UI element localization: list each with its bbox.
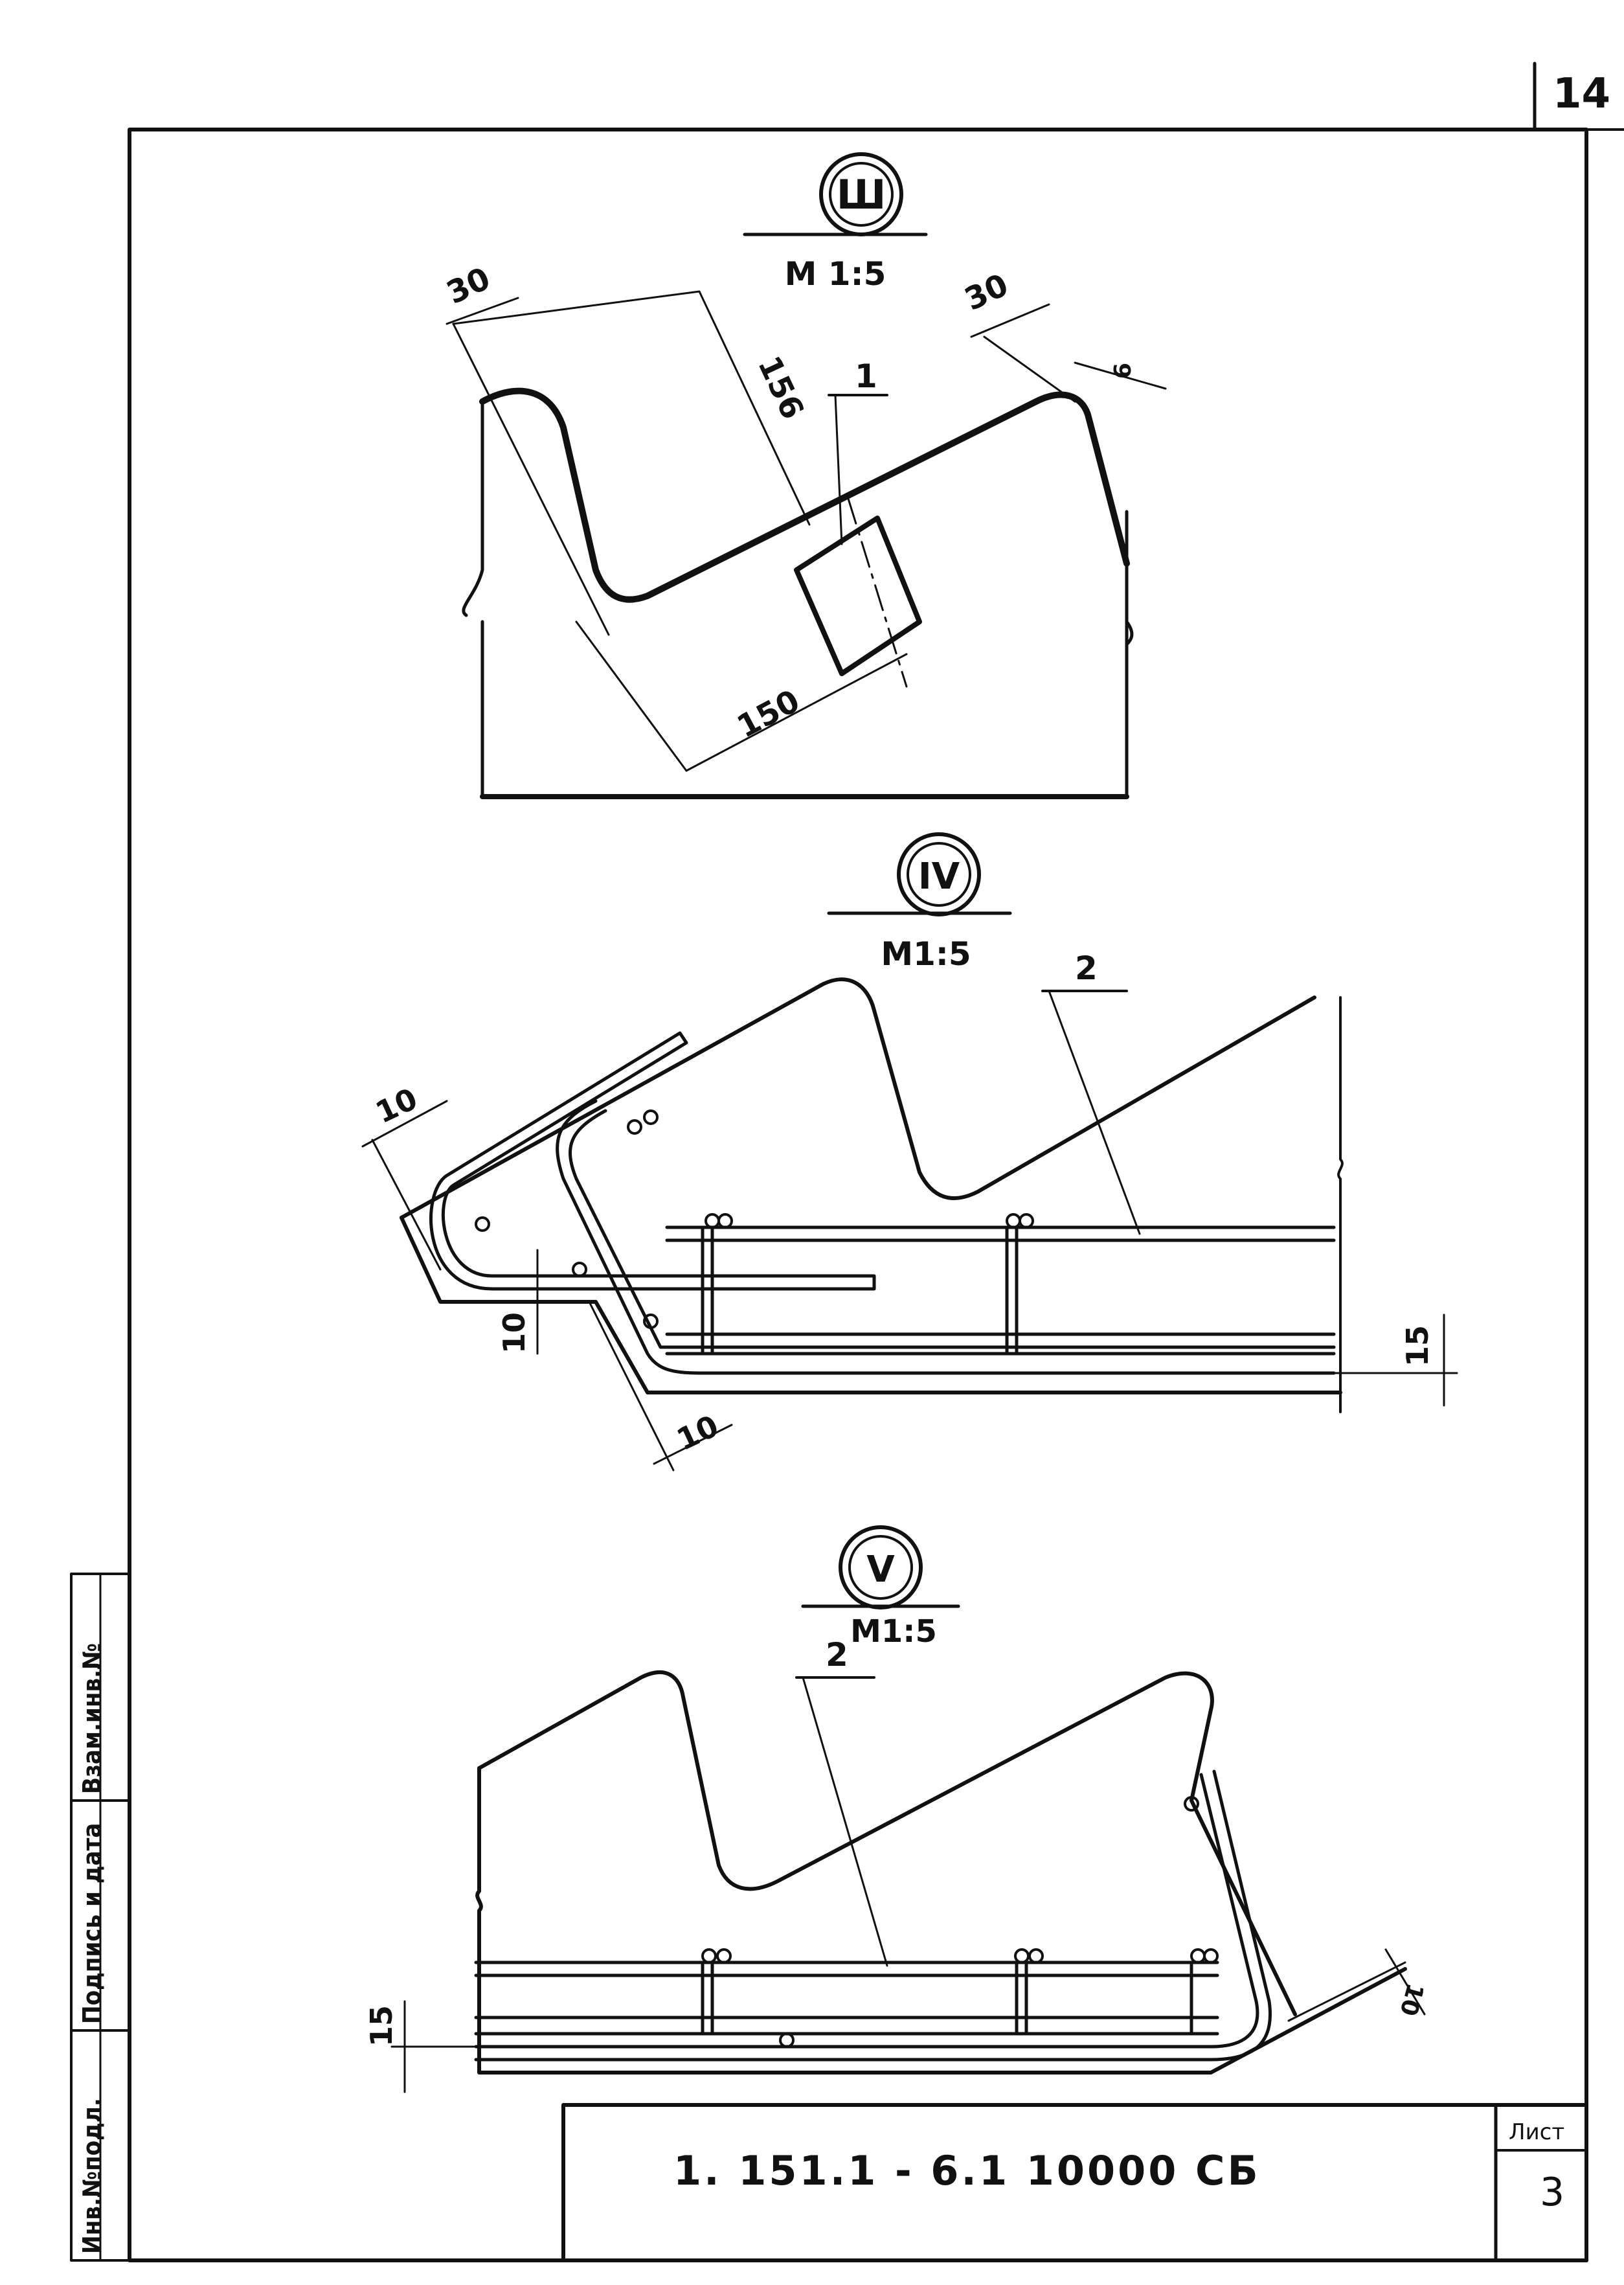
detail-v-bar-dot	[1028, 1948, 1044, 1964]
detail-iii-dim-label: 156	[750, 350, 811, 424]
detail-iv-dim-label: 10	[671, 1408, 724, 1457]
detail-iv-marker-inner	[907, 842, 971, 907]
detail-iii-plate	[794, 516, 922, 676]
sheet-frame	[128, 128, 1588, 2262]
detail-iv-edge	[400, 1216, 1342, 1394]
detail-iv-bar-dot	[1019, 1213, 1034, 1229]
detail-v-bar-hook-2	[474, 1769, 1272, 2062]
detail-iv-bar-dot	[1006, 1213, 1021, 1229]
detail-iv-dim-10-top	[361, 1100, 448, 1148]
detail-iii	[445, 152, 1167, 799]
detail-iii-ext-2	[575, 620, 688, 772]
detail-iv-dim-label: 10	[497, 1312, 532, 1354]
detail-iii-dim-label: 150	[731, 683, 806, 745]
detail-iv-bar-dot	[643, 1313, 659, 1329]
binding-field-replacement-inventory: Взам.инв.№	[78, 1643, 106, 1794]
detail-v-leader-2-tail	[802, 1676, 888, 1967]
detail-v-profile	[477, 1670, 1297, 2016]
sheet-label: Лист	[1509, 2119, 1565, 2145]
detail-iv-scale: М1:5	[881, 935, 971, 973]
detail-iii-ext-1	[452, 290, 701, 325]
detail-v	[390, 1525, 1426, 2093]
detail-v-roman: V	[866, 1549, 895, 1591]
detail-v-marker-inner	[848, 1535, 913, 1600]
detail-iii-scale: М 1:5	[785, 255, 886, 293]
detail-iv-bar-inner-2	[569, 1109, 1336, 1349]
detail-iv-profile	[400, 977, 1316, 1220]
detail-v-bar-hook	[474, 1773, 1259, 2049]
detail-iii-profile	[479, 387, 1130, 603]
detail-iv-ext-bottom	[588, 1301, 675, 1472]
detail-iv-break	[1337, 996, 1344, 1413]
detail-iii-dim-156	[698, 290, 811, 526]
detail-iv-bar-dot	[717, 1213, 733, 1229]
detail-iv	[361, 832, 1458, 1472]
detail-iv-bar-dot	[705, 1213, 720, 1229]
detail-v-dim-label: 15	[364, 2005, 399, 2047]
detail-iii-marker-inner	[829, 162, 894, 227]
title-block	[561, 2103, 1588, 2262]
detail-iii-dim-label: 9	[1108, 363, 1134, 379]
detail-iv-ext-top	[371, 1139, 442, 1271]
detail-iii-dim-9	[1074, 361, 1167, 390]
detail-v-ext-10	[1287, 1961, 1406, 2022]
detail-iii-ext-3	[452, 323, 610, 636]
detail-iv-bar-dot	[643, 1109, 659, 1125]
detail-iii-body	[462, 400, 1134, 799]
detail-iv-dim-label: 15	[1400, 1325, 1435, 1367]
binding-field-signature-date: Подпись и дата	[78, 1823, 106, 2024]
detail-iii-dim-label: 30	[959, 267, 1013, 318]
detail-iv-bar-dot	[475, 1216, 490, 1232]
detail-iv-dim-label: 10	[370, 1081, 423, 1130]
detail-v-dim-10	[1384, 1948, 1426, 2016]
detail-iii-axis	[847, 497, 908, 688]
detail-iii-dim-30-right	[970, 303, 1050, 338]
detail-v-bar-dot	[716, 1948, 732, 1964]
detail-iv-bar-dot	[572, 1262, 587, 1277]
detail-v-bar-dot	[1203, 1948, 1219, 1964]
detail-v-bar-dot	[1014, 1948, 1030, 1964]
detail-iii-callout: 1	[855, 358, 877, 395]
detail-iii-dim-label: 30	[441, 260, 495, 312]
document-code: 1. 151.1 - 6.1 10000 СБ	[673, 2147, 1261, 2194]
detail-v-edge	[475, 1766, 1407, 2075]
detail-v-callout: 2	[826, 1636, 848, 1674]
detail-iii-leader-1-tail	[834, 394, 843, 545]
binding-field-inventory-original: Инв.№подл.	[78, 2098, 106, 2254]
page-number: 14	[1553, 70, 1611, 118]
detail-iii-roman: Ш	[837, 171, 886, 218]
detail-iv-callout: 2	[1075, 949, 1098, 987]
detail-iii-dim-30-left	[445, 297, 519, 325]
detail-v-scale: М1:5	[850, 1613, 937, 1650]
detail-v-bar-dot	[779, 2032, 795, 2048]
detail-iii-ext-4	[983, 335, 1076, 403]
detail-iv-leader-2-tail	[1048, 990, 1141, 1235]
detail-iii-dim-150	[685, 653, 908, 772]
detail-v-bar-dot	[701, 1948, 717, 1964]
detail-iv-bar-dot	[627, 1119, 642, 1135]
detail-iv-bar-inner	[556, 1099, 1336, 1375]
detail-iv-roman: IV	[918, 856, 960, 898]
detail-v-bar-dot	[1184, 1796, 1199, 1812]
detail-iv-bar-outer	[429, 1031, 876, 1291]
sheet-number: 3	[1540, 2170, 1565, 2215]
detail-v-bar-dot	[1190, 1948, 1206, 1964]
